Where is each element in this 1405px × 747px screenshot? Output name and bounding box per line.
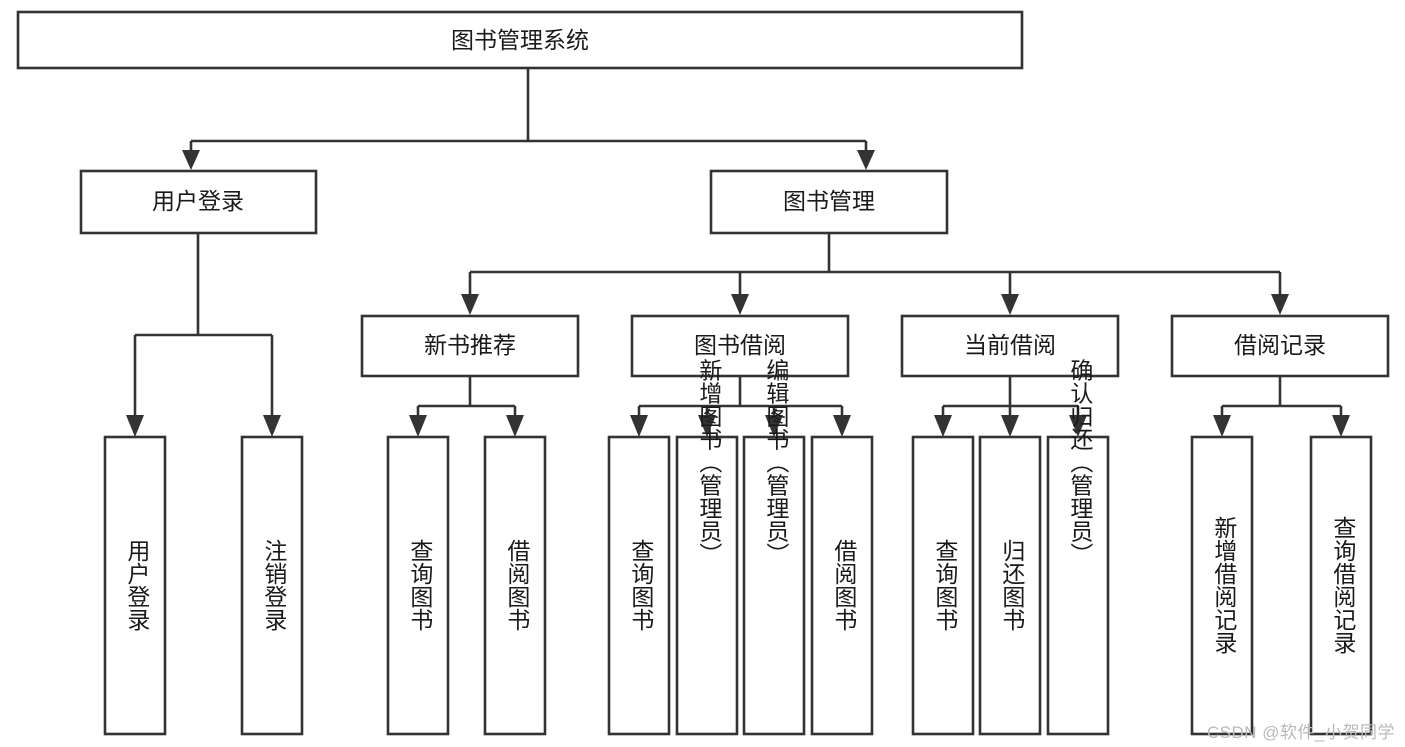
- arrowhead-leaf-borrow-book-2: [833, 415, 851, 437]
- leaf-borrow-book-2[interactable]: 借阅图书: [810, 435, 874, 736]
- node-current-borrow-box[interactable]: [900, 314, 1120, 378]
- arrowhead-leaf-logout-login: [263, 415, 281, 437]
- leaf-add-record-box[interactable]: [1190, 435, 1254, 736]
- leaf-edit-book-box[interactable]: [742, 435, 806, 736]
- leaf-logout-login-box[interactable]: [240, 435, 304, 736]
- arrowhead-leaf-query-record: [1332, 415, 1350, 437]
- node-book-borrow[interactable]: 图书借阅: [630, 314, 850, 378]
- leaf-query-book-2-label: 查询图书: [628, 539, 655, 631]
- arrowhead-leaf-edit-book: [765, 415, 783, 437]
- leaf-logout-login-label: 注销登录: [261, 539, 288, 631]
- leaf-query-record-label: 查询借阅记录: [1330, 516, 1357, 654]
- connector-layer: [126, 69, 1350, 437]
- leaf-borrow-book-2-box[interactable]: [810, 435, 874, 736]
- leaf-add-record[interactable]: 新增借阅记录: [1190, 435, 1254, 736]
- leaf-logout-login[interactable]: 注销登录: [240, 435, 304, 736]
- leaf-query-book-3[interactable]: 查询图书: [911, 435, 975, 736]
- node-new-book-rec-label: 新书推荐: [424, 332, 516, 358]
- node-root-box[interactable]: [16, 10, 1024, 70]
- arrowhead-leaf-add-book: [698, 415, 716, 437]
- leaf-edit-book-label: 编辑图书（管理员）: [763, 359, 790, 566]
- node-user-login-box[interactable]: [79, 169, 318, 235]
- leaf-borrow-book-2-label: 借阅图书: [831, 539, 858, 631]
- arrowhead-leaf-borrow-book-1: [506, 415, 524, 437]
- leaf-query-book-1-box[interactable]: [386, 435, 450, 736]
- node-current-borrow[interactable]: 当前借阅: [900, 314, 1120, 378]
- leaf-user-login[interactable]: 用户登录: [103, 435, 167, 736]
- arrowhead-new-book-rec: [461, 294, 479, 315]
- node-book-manage-label: 图书管理: [783, 188, 875, 214]
- leaf-confirm-return[interactable]: 确认归还（管理员）: [1046, 359, 1110, 736]
- arrowhead-current-borrow: [1001, 294, 1019, 315]
- node-new-book-rec-box[interactable]: [360, 314, 580, 378]
- leaf-add-book-box[interactable]: [675, 435, 739, 736]
- leaf-borrow-book-1[interactable]: 借阅图书: [483, 435, 547, 736]
- leaf-query-record[interactable]: 查询借阅记录: [1309, 435, 1373, 736]
- leaf-borrow-book-1-label: 借阅图书: [504, 539, 531, 631]
- leaf-return-book[interactable]: 归还图书: [978, 435, 1042, 736]
- leaf-query-book-1-label: 查询图书: [407, 539, 434, 631]
- arrowhead-leaf-query-book-3: [934, 415, 952, 437]
- node-borrow-record[interactable]: 借阅记录: [1170, 314, 1390, 378]
- arrowhead-leaf-add-record: [1213, 415, 1231, 437]
- arrowhead-leaf-return-book: [1001, 415, 1019, 437]
- arrowhead-leaf-confirm-return: [1069, 415, 1087, 437]
- leaf-query-record-box[interactable]: [1309, 435, 1373, 736]
- node-user-login-label: 用户登录: [152, 188, 244, 214]
- leaf-query-book-2[interactable]: 查询图书: [607, 435, 671, 736]
- leaf-query-book-3-box[interactable]: [911, 435, 975, 736]
- arrowhead-leaf-query-book-1: [409, 415, 427, 437]
- node-current-borrow-label: 当前借阅: [964, 332, 1056, 358]
- node-new-book-rec[interactable]: 新书推荐: [360, 314, 580, 378]
- leaf-add-book-label: 新增图书（管理员）: [696, 359, 723, 566]
- leaf-query-book-2-box[interactable]: [607, 435, 671, 736]
- node-book-manage[interactable]: 图书管理: [709, 169, 949, 235]
- node-borrow-record-label: 借阅记录: [1234, 332, 1326, 358]
- leaf-add-book[interactable]: 新增图书（管理员）: [675, 359, 739, 736]
- node-root[interactable]: 图书管理系统: [16, 10, 1024, 70]
- leaf-user-login-box[interactable]: [103, 435, 167, 736]
- leaf-return-book-label: 归还图书: [999, 539, 1026, 631]
- leaf-add-record-label: 新增借阅记录: [1211, 516, 1238, 654]
- leaf-confirm-return-box[interactable]: [1046, 435, 1110, 736]
- node-borrow-record-box[interactable]: [1170, 314, 1390, 378]
- leaf-query-book-1[interactable]: 查询图书: [386, 435, 450, 736]
- leaf-return-book-box[interactable]: [978, 435, 1042, 736]
- leaf-user-login-label: 用户登录: [124, 539, 151, 631]
- arrowhead-book-borrow: [731, 294, 749, 315]
- arrowhead-leaf-user-login: [126, 415, 144, 437]
- leaf-query-book-3-label: 查询图书: [932, 539, 959, 631]
- arrowhead-leaf-query-book-2: [630, 415, 648, 437]
- arrowhead-book-manage: [857, 150, 875, 170]
- leaf-borrow-book-1-box[interactable]: [483, 435, 547, 736]
- node-book-manage-box[interactable]: [709, 169, 949, 235]
- arrowhead-user-login: [182, 150, 200, 170]
- node-user-login[interactable]: 用户登录: [79, 169, 318, 235]
- node-root-label: 图书管理系统: [451, 27, 589, 53]
- leaf-confirm-return-label: 确认归还（管理员）: [1067, 359, 1094, 566]
- node-book-borrow-label: 图书借阅: [694, 332, 786, 358]
- node-book-borrow-box[interactable]: [630, 314, 850, 378]
- leaf-edit-book[interactable]: 编辑图书（管理员）: [742, 359, 806, 736]
- arrowhead-borrow-record: [1271, 294, 1289, 315]
